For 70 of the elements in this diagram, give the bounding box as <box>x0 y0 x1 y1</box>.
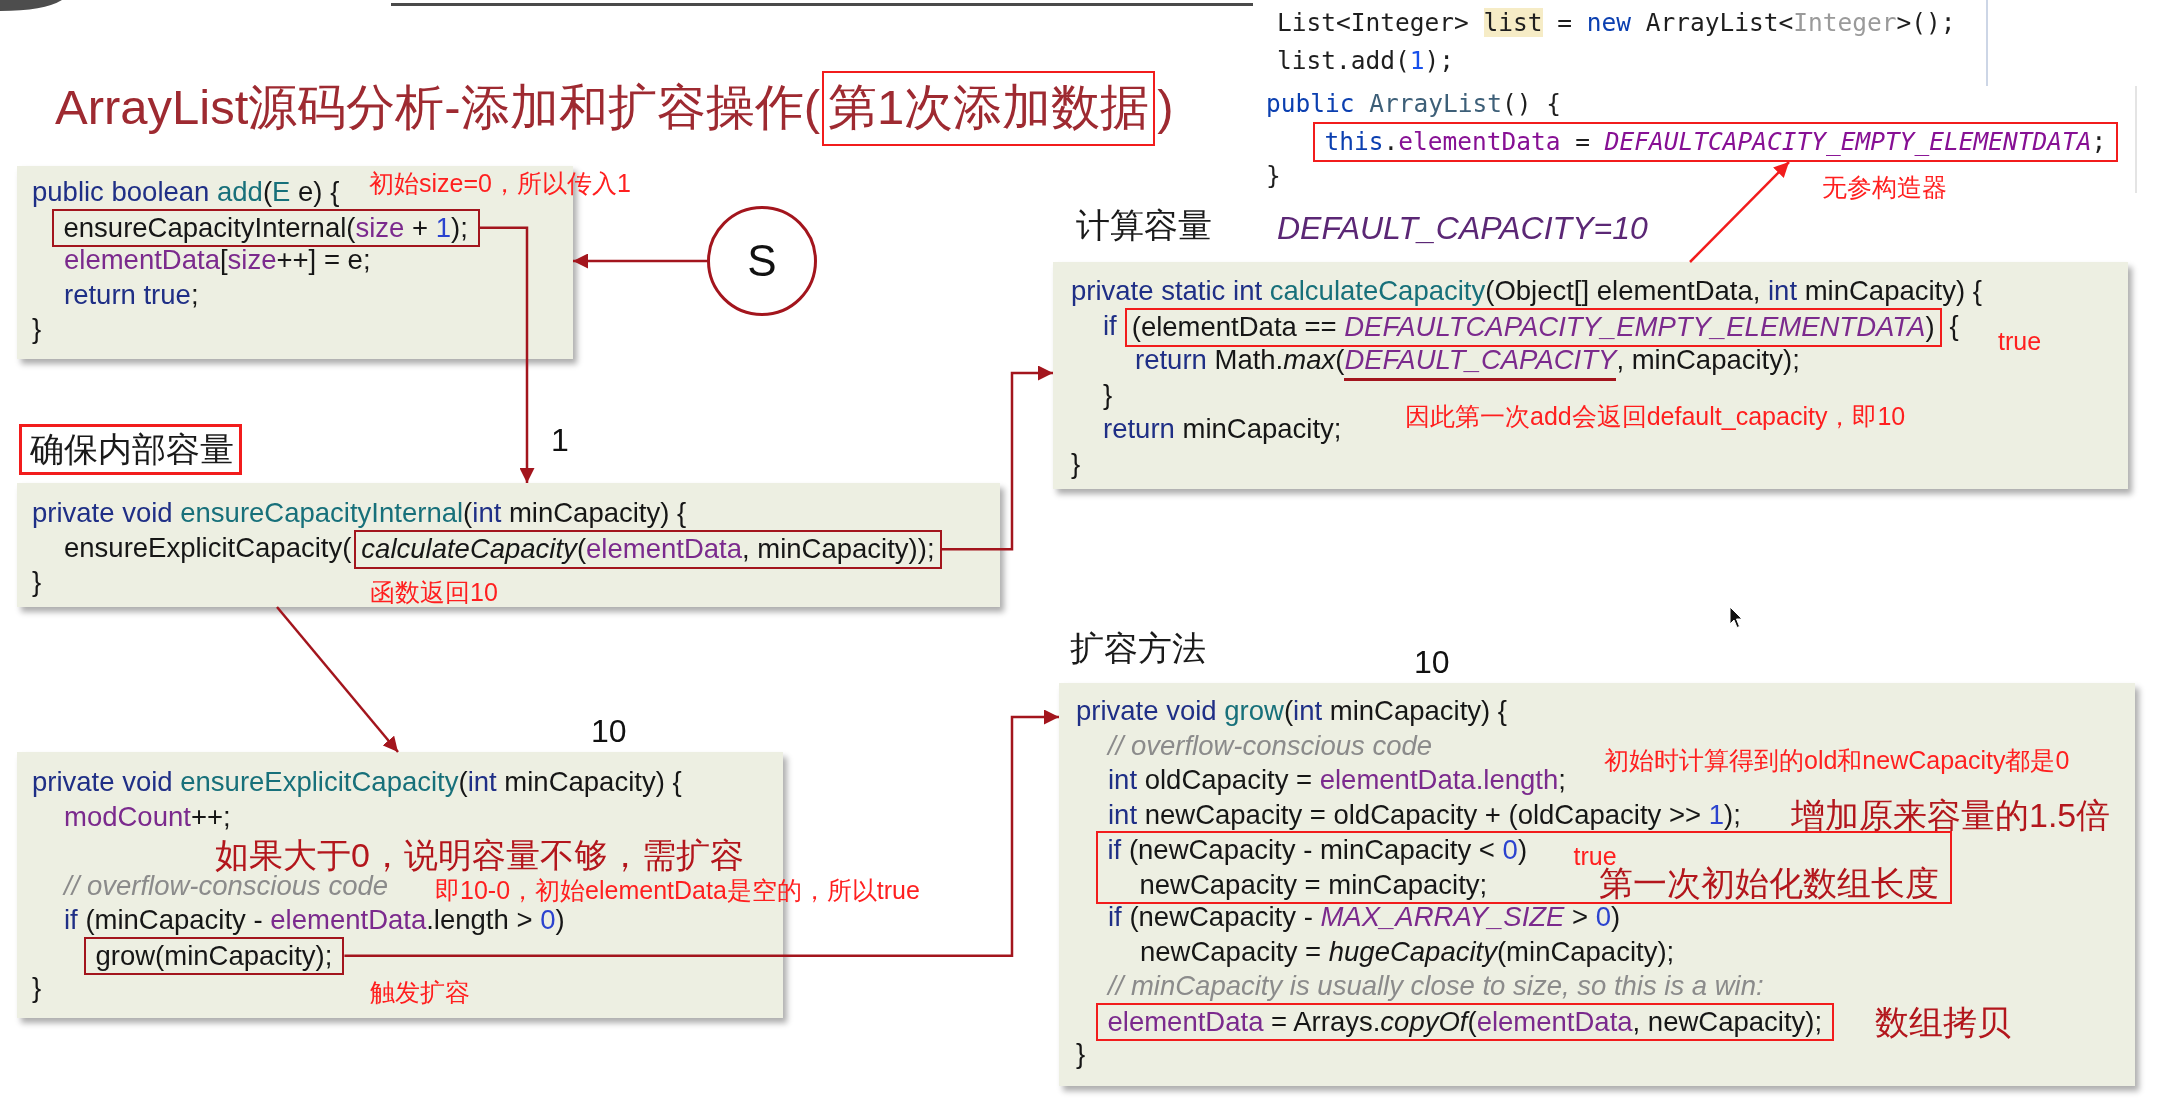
number-label: 10 <box>1414 645 1450 681</box>
code-line: } <box>32 971 42 1005</box>
code-line: private void grow(int minCapacity) { <box>1076 694 1508 728</box>
section-heading: 计算容量 <box>1076 205 1212 245</box>
code-line: if (newCapacity - minCapacity < 0) <box>1107 833 1528 867</box>
code-text: (elementData == DEFAULTCAPACITY_EMPTY_ELEMENTDATA) <box>1131 311 1935 342</box>
code-line: // overflow-conscious code <box>1108 728 1433 763</box>
arrow <box>479 226 535 483</box>
section-heading: 扩容方法 <box>1070 628 1206 668</box>
code-line: private void ensureExplicitCapacity(int minCapacity) { <box>32 765 682 799</box>
code-line: private static int calculateCapacity(Object[] elementData, int minCapacity) { <box>1071 274 1982 308</box>
code-line: ensureCapacityInternal(size + 1); <box>63 210 468 245</box>
code-line: } <box>1071 446 1081 481</box>
annotation: 触发扩容 <box>370 979 470 1007</box>
annotation: 初始时计算得到的old和newCapacity都是0 <box>1604 747 2070 775</box>
code-line: public ArrayList() { <box>1266 88 1562 120</box>
code-line: int newCapacity = oldCapacity + (oldCapacity >> 1); <box>1108 797 1741 832</box>
code-line: list.add(1); <box>1277 45 1455 77</box>
code-line: grow(minCapacity); <box>95 938 333 973</box>
annotation: 初始size=0，所以传入1 <box>369 170 631 198</box>
code-text: ensureExplicitCapacity( <box>64 531 352 563</box>
code-line: newCapacity = hugeCapacity(minCapacity); <box>1140 934 1675 969</box>
code-line: newCapacity = minCapacity; <box>1139 867 1488 902</box>
code-text: calculateCapacity(elementData, minCapacity)); <box>361 533 935 564</box>
code-box <box>17 483 1000 607</box>
highlight-frame <box>1312 121 2119 162</box>
code-text: if <box>1103 309 1117 341</box>
annotation: 无参构造器 <box>1822 174 1947 202</box>
arrow <box>344 709 1059 958</box>
code-line: } <box>1103 377 1113 412</box>
code-line: int oldCapacity = elementData.length; <box>1108 763 1566 797</box>
arrow <box>941 365 1053 551</box>
code-line: if (newCapacity - MAX_ARRAY_SIZE > 0) <box>1108 900 1621 934</box>
code-line: if (minCapacity - elementData.length > 0) <box>64 903 565 937</box>
code-line: elementData = Arrays.copyOf(elementData, newCapacity); <box>1107 1004 1823 1039</box>
annotation: 即10-0，初始elementData是空的，所以true <box>435 877 920 905</box>
annotation: true <box>1998 328 2042 356</box>
code-line: } <box>32 312 42 346</box>
highlight-frame <box>354 530 942 569</box>
code-line: } <box>1266 160 1281 192</box>
code-line: // minCapacity is usually close to size, so this is a win: <box>1108 969 1764 1003</box>
code-text: { <box>1949 309 1959 341</box>
annotation: 数组拷贝 <box>1875 1004 2011 1042</box>
constant-label: DEFAULT_CAPACITY=10 <box>1277 211 1648 247</box>
highlight-frame <box>83 936 345 975</box>
highlight-frame <box>1095 831 1952 904</box>
arrow <box>1689 161 1790 263</box>
code-line: elementData[size++] = e; <box>64 243 371 277</box>
title: ArrayList源码分析-添加和扩容操作(第1次添加数据) <box>55 79 1174 136</box>
highlight-frame <box>1124 308 1942 347</box>
annotation: 因此第一次add会返回default_capacity，即10 <box>1405 403 1906 431</box>
circle-node: S <box>707 206 817 316</box>
code-line: } <box>32 565 42 599</box>
code-line: public boolean add(E e) { <box>32 175 340 209</box>
highlight-frame <box>821 71 1156 146</box>
framed-heading: 确保内部容量 <box>19 424 242 475</box>
highlight-frame <box>51 208 480 247</box>
arrow <box>573 253 707 269</box>
code-line: return Math.max(DEFAULT_CAPACITY, minCapacity); <box>1135 343 1800 377</box>
code-line: modCount++; <box>64 799 231 834</box>
code-line: return true; <box>64 277 199 312</box>
code-line: return minCapacity; <box>1103 412 1342 446</box>
code-line: List<Integer> list = new ArrayList<Integer>(); <box>1277 7 1956 39</box>
arrow <box>276 606 399 753</box>
annotation: 函数返回10 <box>370 579 498 607</box>
annotation: 增加原来容量的1.5倍 <box>1791 797 2111 835</box>
code-line: } <box>1076 1037 1086 1071</box>
code-line: this.elementData = DEFAULTCAPACITY_EMPTY_ELEMENTDATA; <box>1324 125 2107 158</box>
code-line: private void ensureCapacityInternal(int minCapacity) { <box>32 496 687 530</box>
number-label: 10 <box>591 714 627 750</box>
